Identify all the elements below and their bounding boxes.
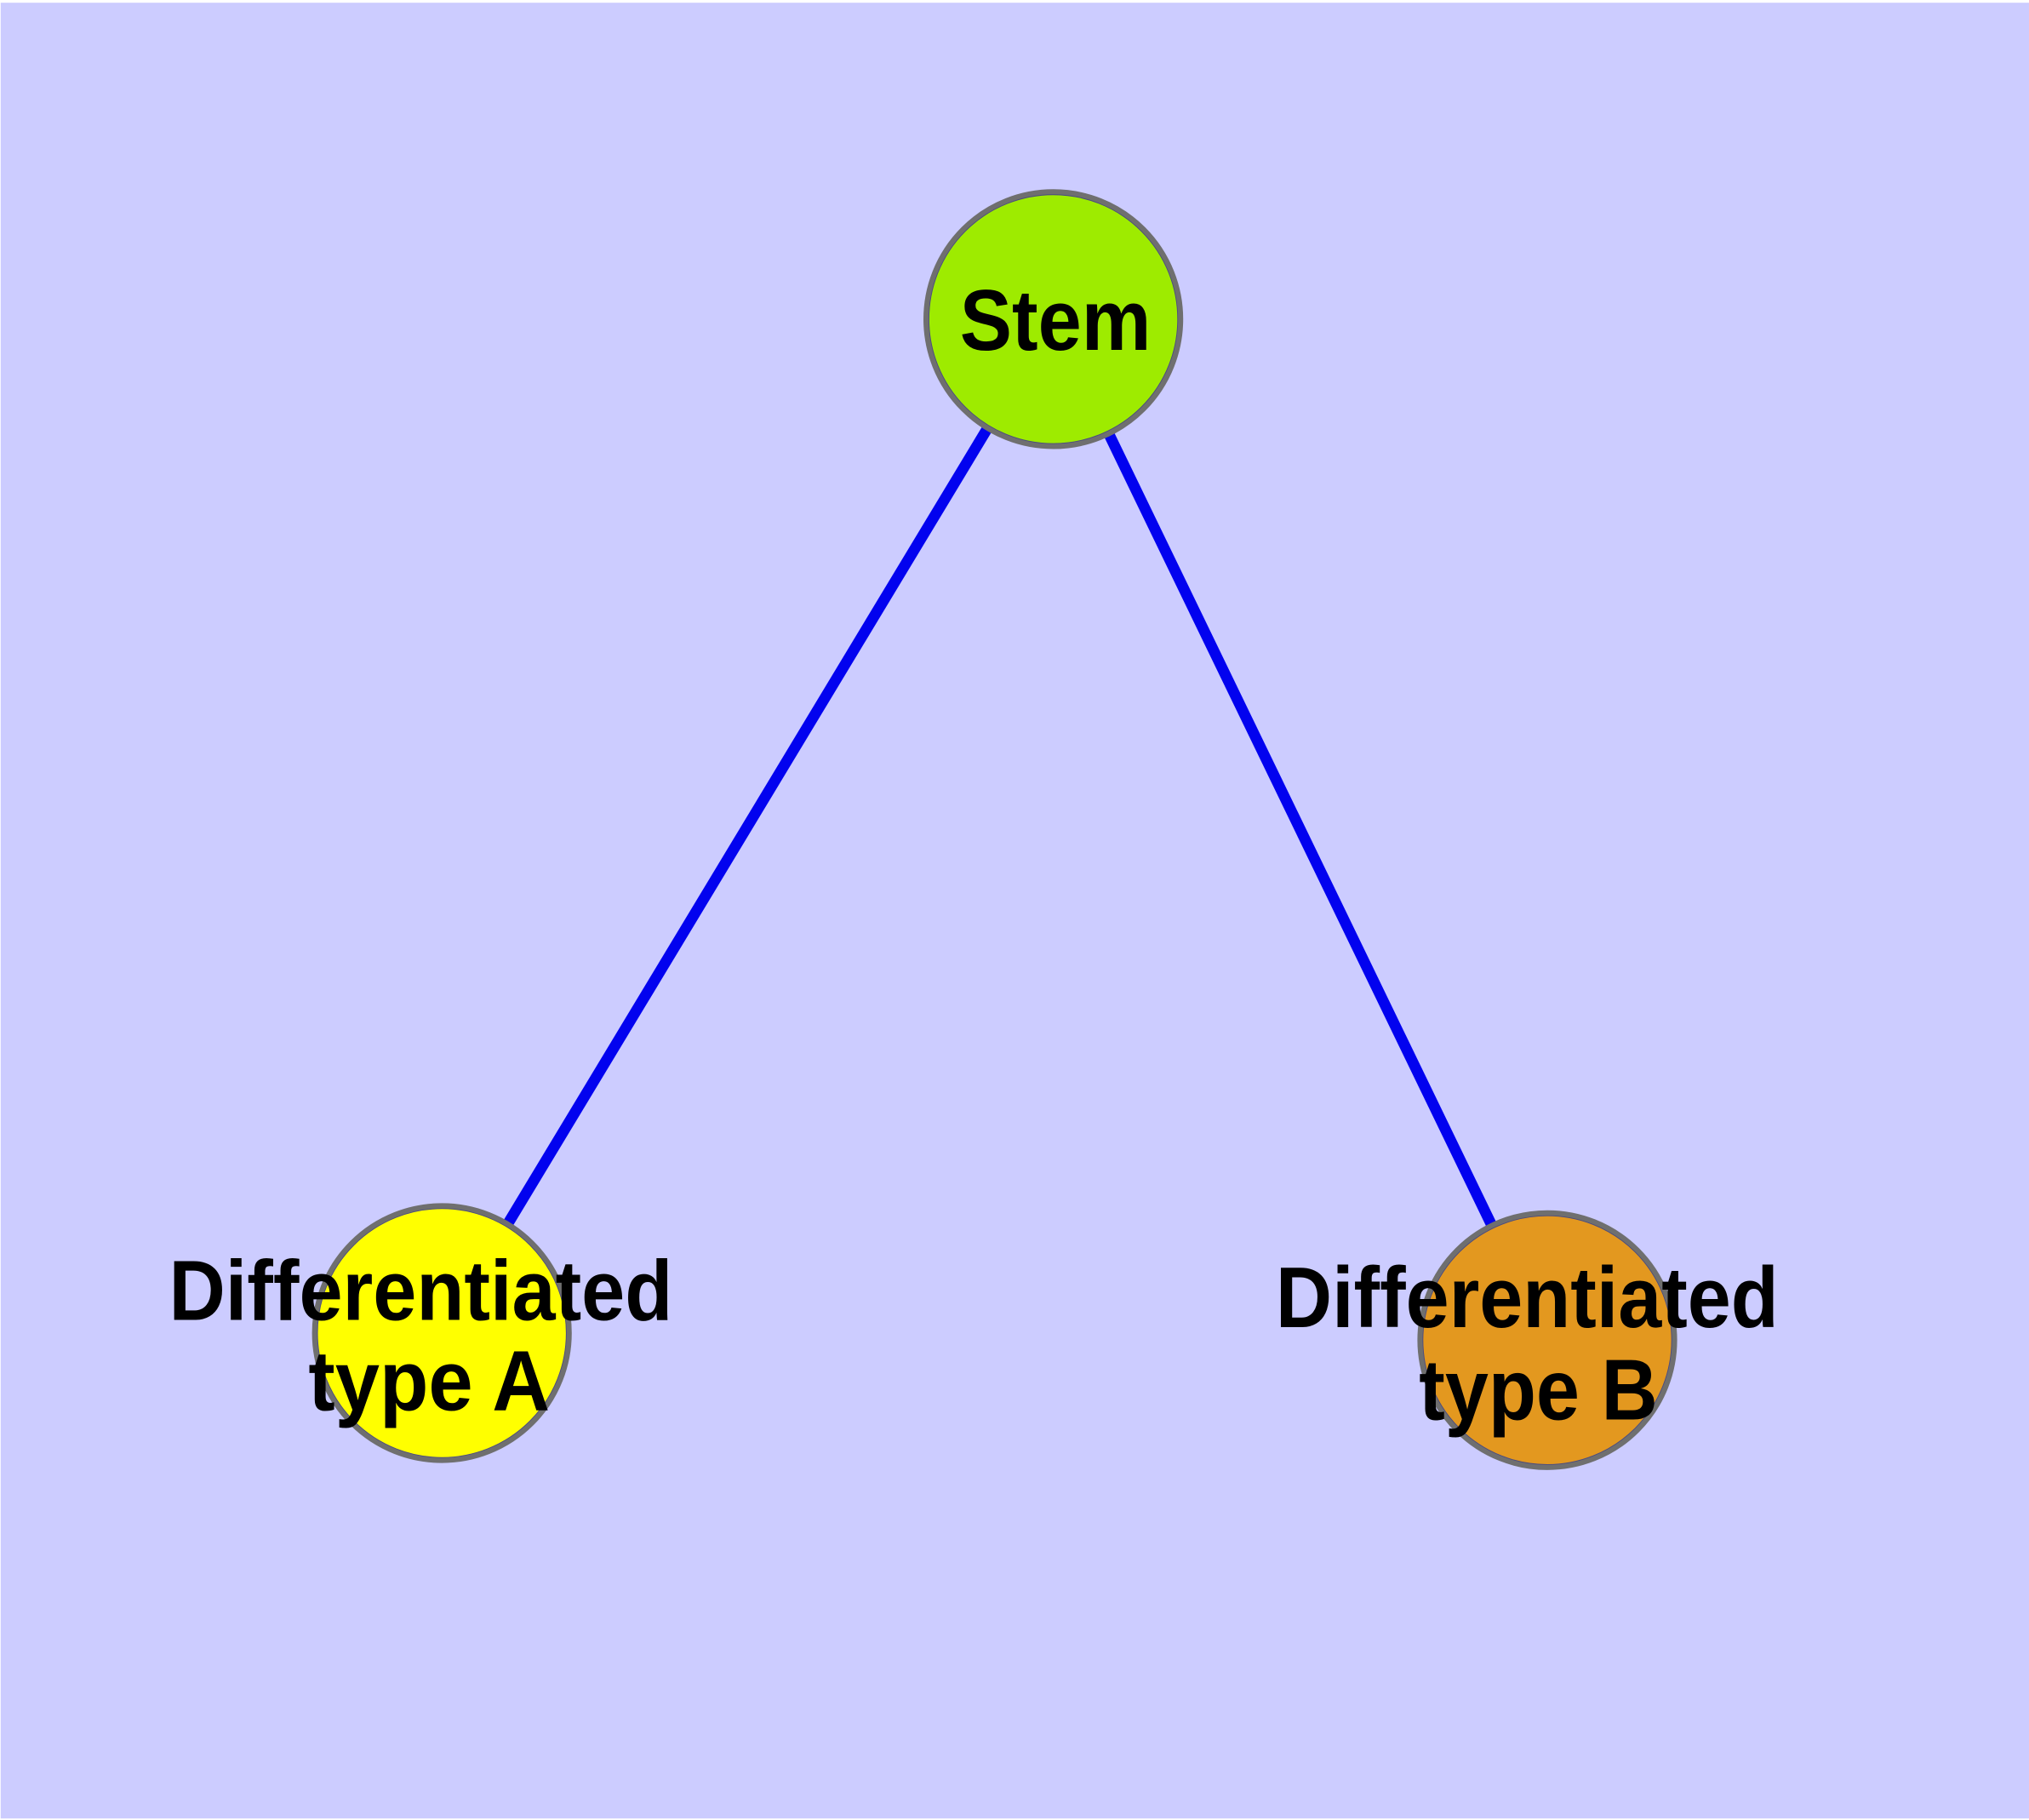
svg-text:type B: type B (1419, 1343, 1657, 1439)
svg-text:Differentiated: Differentiated (169, 1244, 672, 1339)
svg-text:Differentiated: Differentiated (1276, 1251, 1779, 1346)
svg-text:Stem: Stem (960, 273, 1152, 369)
svg-text:type A: type A (308, 1333, 550, 1429)
